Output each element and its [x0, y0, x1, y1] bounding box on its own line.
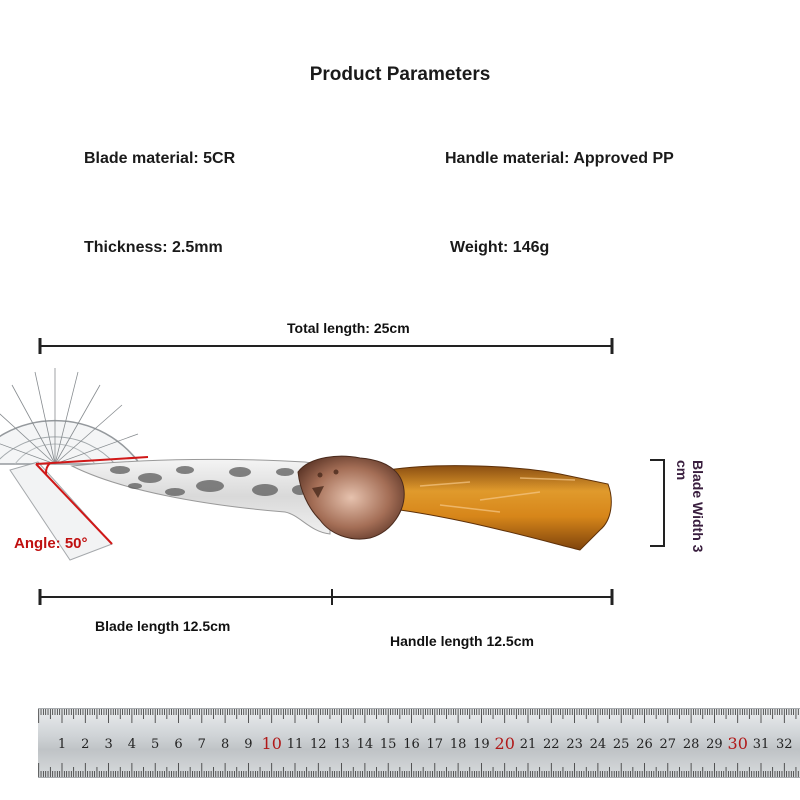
ruler-label: 6 [174, 737, 183, 752]
protractor-illustration [0, 368, 142, 561]
ruler-label: 28 [682, 737, 700, 752]
ruler-label: 9 [244, 737, 253, 752]
ruler-label: 15 [379, 737, 397, 752]
total-length-line [38, 338, 614, 354]
ruler-label: 24 [589, 737, 607, 752]
ruler-label: 3 [104, 737, 113, 752]
ruler-label: 27 [659, 737, 677, 752]
ruler-label: 18 [449, 737, 467, 752]
blade-length-label: Blade length 12.5cm [95, 618, 231, 634]
blade-width-label: Blade Width 3 cm [674, 460, 706, 553]
ruler-label: 31 [752, 737, 770, 752]
knife-illustration [70, 455, 612, 551]
angle-lines [35, 456, 149, 545]
ruler-label: 10 [261, 734, 282, 753]
ruler-label: 23 [566, 737, 583, 752]
ruler-label: 8 [220, 737, 230, 752]
ruler-label: 25 [612, 737, 630, 752]
ruler-label: 32 [776, 737, 793, 752]
ruler-label: 29 [706, 737, 723, 752]
ruler-ticks [38, 709, 799, 777]
ruler-label: 22 [543, 737, 560, 752]
ruler-label: 1 [57, 737, 67, 752]
ruler-label: 2 [81, 737, 90, 752]
ruler-label: 21 [519, 737, 537, 752]
ruler-label: 7 [197, 737, 206, 752]
angle-label: Angle: 50° [14, 535, 88, 552]
blade-material-param: Blade material: 5CR [84, 150, 236, 167]
ruler-label: 26 [636, 737, 653, 752]
ruler-label: 4 [127, 737, 137, 752]
page-title: Product Parameters [309, 64, 491, 85]
handle-material-param: Handle material: Approved PP [445, 150, 674, 167]
ruler-label: 30 [727, 734, 748, 753]
ruler-label: 19 [473, 737, 490, 752]
ruler-label: 16 [403, 737, 420, 752]
ruler-label: 11 [286, 737, 304, 752]
ruler-label: 14 [356, 737, 374, 752]
thickness-param: Thickness: 2.5mm [84, 239, 223, 256]
blade-handle-length-line [38, 589, 614, 605]
handle-length-label: Handle length 12.5cm [390, 633, 534, 649]
ruler-label: 20 [494, 734, 515, 753]
ruler-label: 13 [333, 737, 350, 752]
total-length-label: Total length: 25cm [287, 320, 410, 336]
ruler-label: 12 [310, 737, 327, 752]
ruler-label: 5 [151, 737, 160, 752]
blade-width-bracket [650, 459, 665, 547]
ruler-label: 17 [426, 737, 444, 752]
weight-param: Weight: 146g [450, 239, 550, 256]
